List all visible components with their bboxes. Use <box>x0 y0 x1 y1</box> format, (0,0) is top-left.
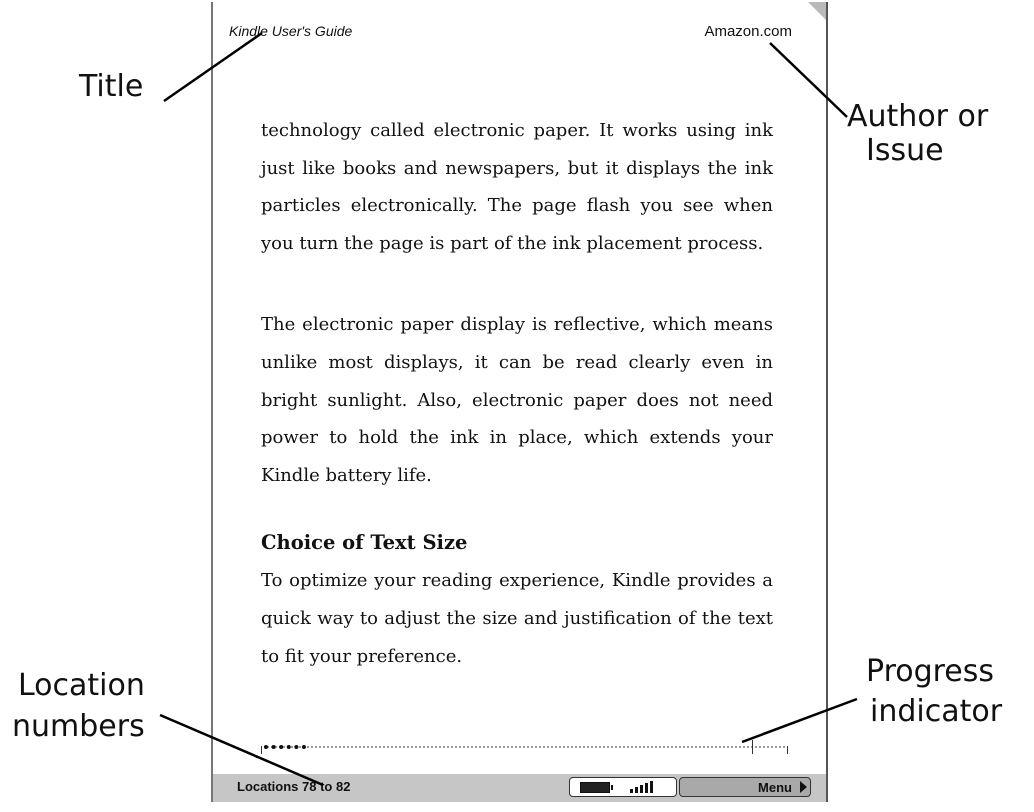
status-indicators <box>569 777 677 797</box>
paragraph: The electronic paper display is reflecti… <box>261 314 773 486</box>
page-corner <box>808 2 826 20</box>
book-author: Amazon.com <box>704 23 792 40</box>
callout-author-line2: Issue <box>866 133 944 168</box>
reading-pane: technology called electronic paper. It w… <box>261 112 773 744</box>
callout-progress-line1: Progress <box>866 654 995 689</box>
progress-indicator <box>261 740 788 754</box>
kindle-screen: Kindle User's Guide Amazon.com technolog… <box>211 2 828 802</box>
progress-track <box>264 746 785 748</box>
menu-button[interactable]: Menu <box>679 777 811 797</box>
paragraph: To optimize your reading experience, Kin… <box>261 570 773 667</box>
menu-arrow-icon <box>800 781 807 793</box>
signal-strength-icon <box>630 781 653 793</box>
callout-title: Title <box>79 69 144 104</box>
status-bar: Locations 78 to 82 Menu <box>213 774 826 802</box>
callout-author-line1: Author or <box>847 99 989 134</box>
paragraph: technology called electronic paper. It w… <box>261 120 773 254</box>
menu-label: Menu <box>758 780 792 795</box>
callout-progress-line2: indicator <box>870 694 1003 729</box>
section-heading: Choice of Text Size <box>261 531 468 555</box>
callout-location-line2: numbers <box>12 709 145 744</box>
book-title: Kindle User's Guide <box>229 23 353 39</box>
battery-icon <box>580 782 613 793</box>
callout-location-line1: Location <box>18 668 145 703</box>
progress-fill <box>264 745 306 753</box>
chapter-marker <box>752 740 753 754</box>
location-numbers: Locations 78 to 82 <box>237 779 351 794</box>
